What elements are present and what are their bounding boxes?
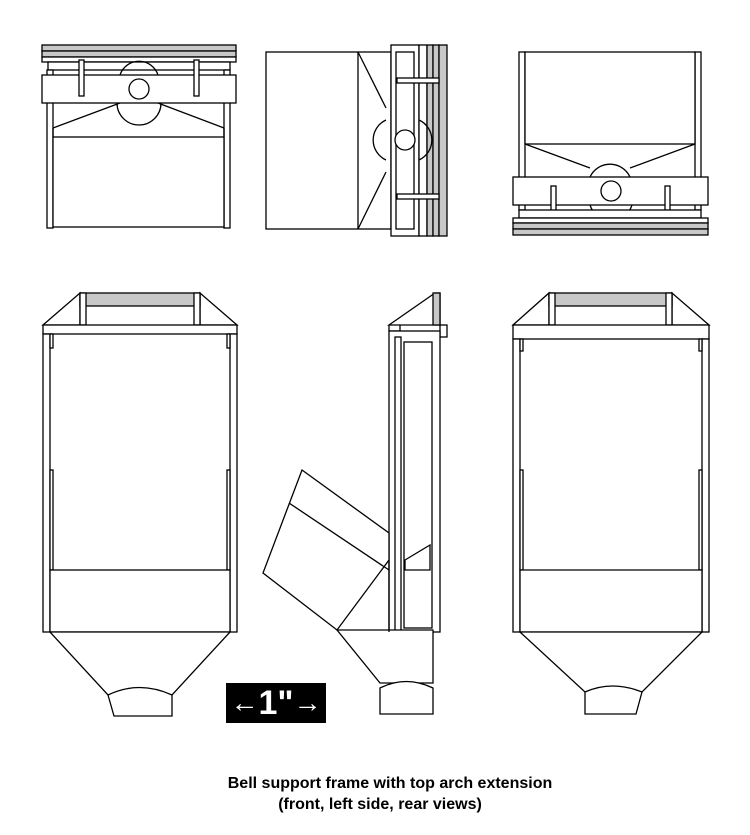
caption-subtitle: (front, left side, rear views): [278, 796, 482, 813]
left-arrow-icon: ←: [230, 687, 259, 718]
top-view-rear: [512, 51, 709, 236]
top-view-front: [41, 44, 237, 229]
scale-label: 1": [258, 683, 294, 722]
rear-elevation: [511, 291, 711, 715]
front-elevation: [41, 291, 239, 717]
caption-title: Bell support frame with top arch extensi…: [227, 775, 553, 792]
right-arrow-icon: →: [293, 687, 322, 718]
side-elevation: [262, 292, 448, 715]
top-view-side: [265, 44, 448, 237]
scale-bar: ← 1" →: [226, 683, 326, 723]
